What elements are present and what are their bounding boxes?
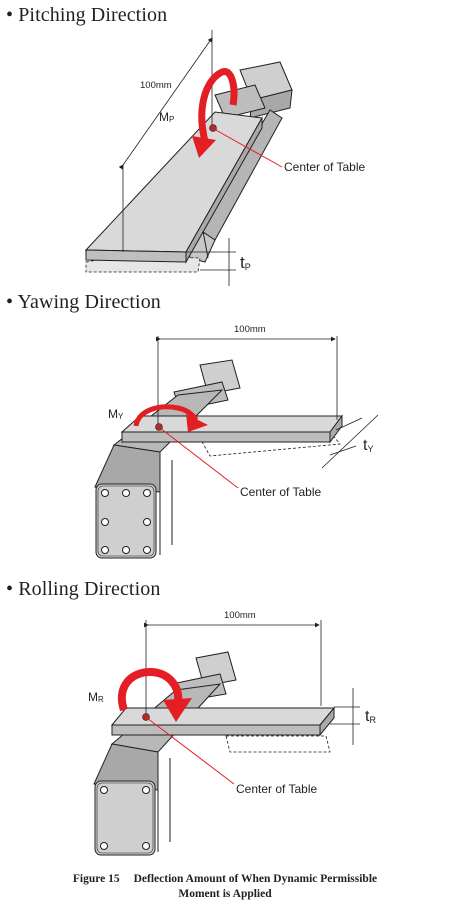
figure-number: Figure 15 xyxy=(72,873,120,885)
pitching-center-leader xyxy=(213,128,283,168)
rolling-moment-label: MR xyxy=(88,690,104,704)
yawing-diagram: 100mm MY Center of Table tY xyxy=(94,324,379,559)
rolling-heading: • Rolling Direction xyxy=(6,578,161,600)
yawing-ty-ext-bottom xyxy=(329,445,357,456)
pitching-heading: • Pitching Direction xyxy=(6,4,168,26)
yawing-center-label: Center of Table xyxy=(240,485,321,499)
figure-caption-line1: Figure 15 Deflection Amount of When Dynam… xyxy=(0,872,450,886)
yawing-table xyxy=(120,414,343,444)
rolling-center-leader xyxy=(146,717,235,785)
pitching-moment-label: MP xyxy=(159,110,174,124)
pitching-distance-label: 100mm xyxy=(140,80,172,91)
pitching-dim-line xyxy=(118,37,213,170)
pitching-deflection-label: tP xyxy=(240,253,251,272)
rolling-table xyxy=(110,706,336,737)
yawing-deflection-label: tY xyxy=(363,437,373,454)
yawing-moment-label: MY xyxy=(108,407,124,421)
yawing-ty-dim xyxy=(321,414,379,469)
pitching-diagram: 100mm MP Center of Table tP xyxy=(84,30,365,286)
rolling-diagram: 100mm MR Center of Table tR xyxy=(88,610,376,856)
rolling-bolts xyxy=(100,786,150,850)
pitching-center-dot xyxy=(209,124,217,132)
rolling-distance-label: 100mm xyxy=(224,610,256,621)
pitching-center-label: Center of Table xyxy=(284,160,365,174)
yawing-actuator xyxy=(94,359,241,559)
yawing-ty-ext-top xyxy=(335,417,363,431)
yawing-moment-arrow xyxy=(133,404,208,432)
rolling-moment-arrow xyxy=(117,667,192,722)
pitching-moment-arrow xyxy=(192,68,238,158)
rolling-center-label: Center of Table xyxy=(236,782,317,796)
rolling-actuator xyxy=(93,651,237,856)
pitching-table xyxy=(84,111,263,264)
yawing-heading: • Yawing Direction xyxy=(6,291,161,313)
yawing-distance-label: 100mm xyxy=(234,324,266,335)
yawing-center-leader xyxy=(159,427,239,489)
figure-caption-line2: Moment is Applied xyxy=(178,888,272,900)
rolling-deflected-table xyxy=(225,735,331,753)
figure-caption-text1: Deflection Amount of When Dynamic Permis… xyxy=(133,873,378,885)
yawing-bolts xyxy=(101,489,151,554)
rolling-deflection-label: tR xyxy=(365,708,376,725)
